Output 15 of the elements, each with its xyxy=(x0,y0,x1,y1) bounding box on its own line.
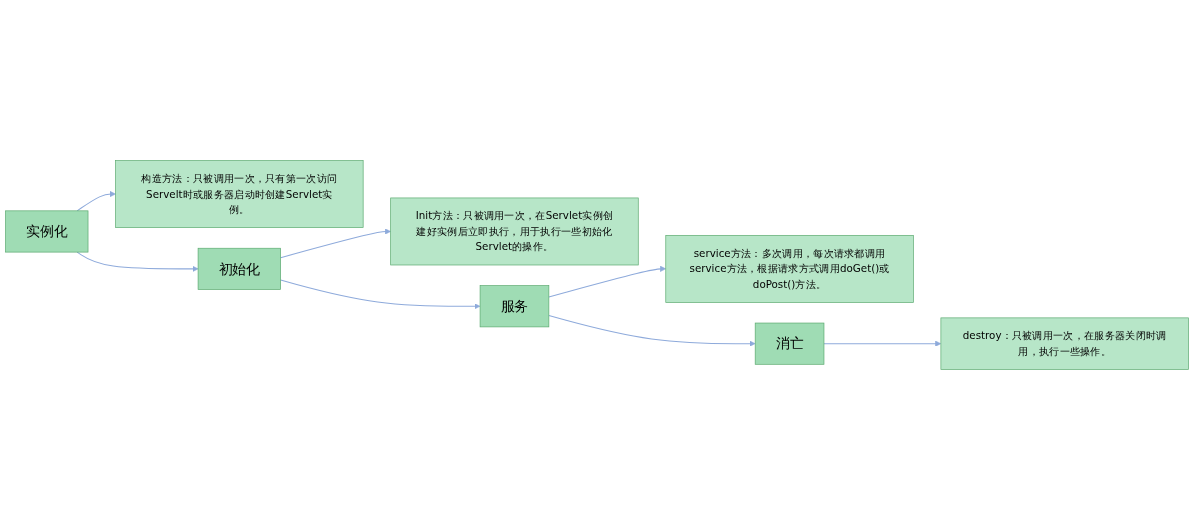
arrow xyxy=(76,251,199,272)
node-box: 消亡 xyxy=(754,322,825,365)
node-box: destroy：只被调用一次，在服务器关闭时调用，执行一些操作。 xyxy=(940,317,1189,370)
node-box: service方法：多次调用，每次请求都调用service方法，根据请求方式调用doGet()或doPost()方法。 xyxy=(665,235,914,303)
node-box: Init方法：只被调用一次，在Servlet实例创建好实例后立即执行，用于执行一些初始化Servlet的操作。 xyxy=(390,197,639,266)
arrow xyxy=(823,340,942,347)
node-box: 初始化 xyxy=(197,247,281,290)
node-box: 实例化 xyxy=(5,210,89,253)
arrow xyxy=(76,191,116,212)
node-box: 服务 xyxy=(479,285,550,328)
arrow xyxy=(548,315,756,347)
arrow xyxy=(280,279,481,310)
node-box: 构造方法：只被调用一次，只有第一次访问Servelt时或服务器启动时创建Servlet实例。 xyxy=(115,160,364,228)
arrow xyxy=(548,265,667,298)
arrow xyxy=(280,228,391,259)
